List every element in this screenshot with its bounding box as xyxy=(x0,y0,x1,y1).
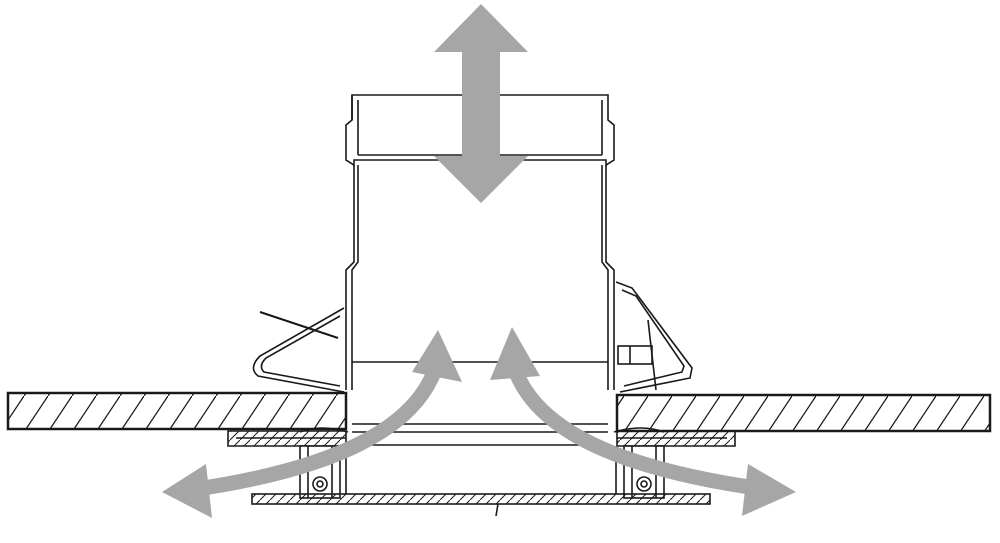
spring-clip-right xyxy=(615,281,693,393)
vertical-double-arrow xyxy=(434,4,528,203)
ceiling-panel-right xyxy=(615,393,992,433)
curved-arrow-right xyxy=(490,327,796,516)
ceiling-panel-left xyxy=(6,391,348,431)
spring-clip-left xyxy=(252,307,345,393)
curved-arrow-left xyxy=(162,330,462,518)
